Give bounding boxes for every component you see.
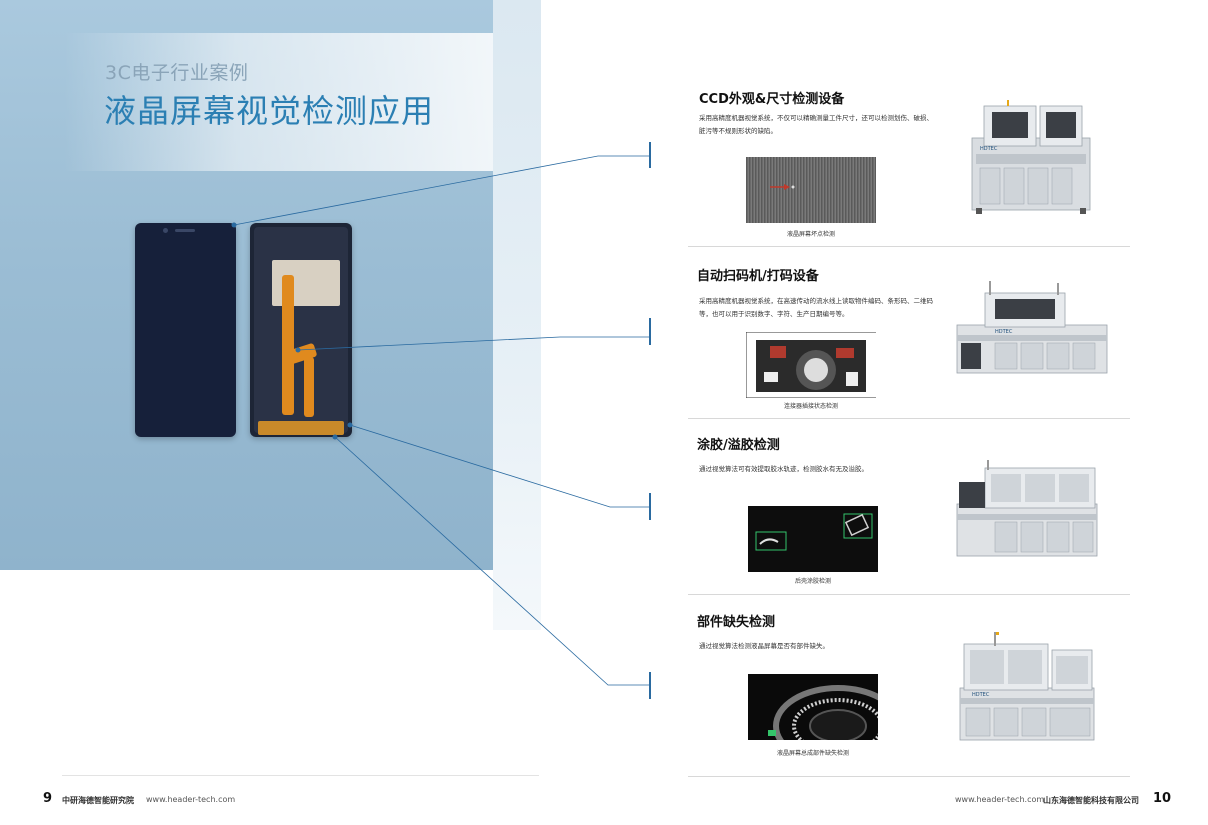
footer-org-left: 中研海德智能研究院 <box>62 796 134 805</box>
machine-missing-parts-inspection: HDTEC <box>959 632 1095 741</box>
sample-image-missing-parts <box>748 674 878 740</box>
lcd-screen-back-photo <box>250 223 352 437</box>
section-title-glue: 涂胶/溢胶检测 <box>697 438 780 453</box>
page-number-left: 9 <box>43 791 53 806</box>
section-desc-missing-parts: 通过视觉算法检测液晶屏幕是否有部件缺失。 <box>699 642 829 650</box>
flex-cable-tail <box>304 357 314 417</box>
leader-dot-4 <box>332 434 338 440</box>
section-divider-3 <box>688 594 1130 595</box>
sample-image-pixel-defect <box>746 157 876 223</box>
section-divider-4 <box>688 776 1130 777</box>
page-title: 液晶屏幕视觉检测应用 <box>104 92 435 130</box>
sample-image-glue <box>748 506 878 572</box>
section-desc-ccd: 采用高精度机器视觉系统，不仅可以精确测量工件尺寸，还可以检测划伤、破损、脏污等不… <box>699 114 933 135</box>
leader-dot-3 <box>347 422 353 428</box>
page-number-right: 10 <box>1153 791 1172 806</box>
camera-dot <box>163 228 168 233</box>
svg-text:HDTEC: HDTEC <box>995 329 1013 335</box>
lcd-back-panel <box>254 227 348 435</box>
leader-dot-1 <box>231 222 237 228</box>
caption-pixel-defect: 液晶屏幕坏点检测 <box>786 231 835 238</box>
page-fold-strip <box>493 0 541 630</box>
machine-glue-inspection <box>956 460 1098 557</box>
leader-dot-2 <box>295 347 301 353</box>
page-subtitle: 3C电子行业案例 <box>105 62 249 84</box>
lcd-screen-front-photo <box>135 223 236 437</box>
caption-missing-parts: 液晶屏幕总成部件缺失检测 <box>776 750 849 757</box>
section-title-missing-parts: 部件缺失检测 <box>697 615 776 630</box>
caption-glue: 后壳涂胶检测 <box>794 578 831 585</box>
sample-image-connector <box>746 332 876 398</box>
leader-line-1 <box>233 155 650 226</box>
footer-divider-left <box>62 775 539 776</box>
machine-ccd-inspection: HDTEC <box>971 100 1091 214</box>
leader-line-2 <box>297 336 650 351</box>
section-divider-1 <box>688 246 1130 247</box>
footer-org-right: 山东海德智能科技有限公司 <box>1043 796 1139 805</box>
footer-url-left[interactable]: www.header-tech.com <box>146 795 236 804</box>
flex-cable <box>282 275 294 415</box>
section-title-ccd: CCD外观&尺寸检测设备 <box>699 92 845 107</box>
section-desc-glue: 通过视觉算法可有效提取胶水轨迹，检测胶水有无及溢胶。 <box>699 465 868 473</box>
leader-line-4 <box>334 436 650 686</box>
section-desc-scanner: 采用高精度机器视觉系统，在高速传动的流水线上读取物件编码、条形码、二维码等，也可… <box>699 297 933 318</box>
bottom-board <box>258 421 344 435</box>
machine-scanner: HDTEC <box>956 281 1108 374</box>
section-title-scanner: 自动扫码机/打码设备 <box>697 269 819 284</box>
svg-text:HDTEC: HDTEC <box>972 692 990 698</box>
caption-connector: 连接器插接状态检测 <box>783 403 838 410</box>
svg-text:HDTEC: HDTEC <box>980 146 998 152</box>
section-divider-2 <box>688 418 1130 419</box>
leader-line-3 <box>349 424 650 508</box>
footer-url-right[interactable]: www.header-tech.com <box>955 795 1045 804</box>
speaker-slot <box>175 229 195 232</box>
title-band <box>64 33 493 171</box>
